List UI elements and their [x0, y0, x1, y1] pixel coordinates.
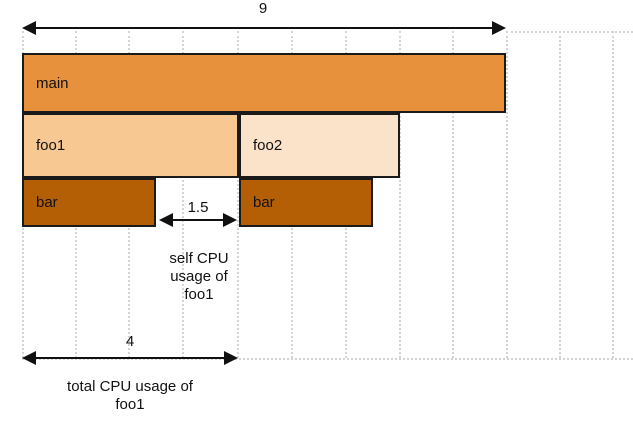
frame-label-bar-under-foo1: bar: [36, 194, 58, 211]
grid-line-vertical: [182, 31, 184, 358]
caption-line: self CPU: [169, 250, 229, 267]
arrow-shaft: [166, 219, 230, 221]
arrow-head-right-icon: [492, 21, 506, 35]
caption-line: usage of: [170, 268, 228, 285]
measure-arrow-total-main: [22, 21, 506, 35]
arrow-head-right-icon: [223, 213, 237, 227]
grid-line-horizontal: [506, 31, 633, 33]
arrow-head-right-icon: [224, 351, 238, 365]
caption-self-cpu-usage: self CPU usage of foo1: [140, 250, 258, 304]
frame-foo1[interactable]: foo1: [22, 113, 239, 178]
frame-bar-under-foo2[interactable]: bar: [239, 178, 373, 227]
frame-label-main: main: [36, 74, 69, 92]
arrow-shaft: [29, 27, 499, 29]
grid-line-vertical: [559, 31, 561, 358]
frame-label-foo1: foo1: [36, 137, 66, 154]
caption-line: total CPU usage of: [67, 378, 193, 395]
caption-total-cpu-usage: total CPU usage of foo1: [18, 378, 242, 414]
frame-label-bar-under-foo2: bar: [253, 194, 275, 211]
measure-value-total-main: 9: [258, 0, 268, 17]
grid-line-vertical: [399, 31, 401, 358]
grid-line-vertical: [506, 31, 508, 358]
measure-value-self-foo1: 1.5: [187, 199, 209, 216]
frame-foo2[interactable]: foo2: [239, 113, 400, 178]
frame-bar-under-foo1[interactable]: bar: [22, 178, 156, 227]
frame-main[interactable]: main: [22, 53, 506, 113]
measure-arrow-self-foo1: [159, 213, 237, 227]
caption-line: foo1: [115, 396, 145, 413]
grid-line-vertical: [237, 31, 239, 358]
caption-line: foo1: [184, 286, 214, 303]
frame-label-foo2: foo2: [253, 137, 283, 154]
grid-line-horizontal: [22, 358, 633, 360]
measure-value-total-foo1: 4: [125, 333, 135, 350]
arrow-shaft: [29, 357, 231, 359]
grid-line-vertical: [452, 31, 454, 358]
measure-arrow-total-foo1: [22, 351, 238, 365]
grid-line-vertical: [612, 31, 614, 358]
